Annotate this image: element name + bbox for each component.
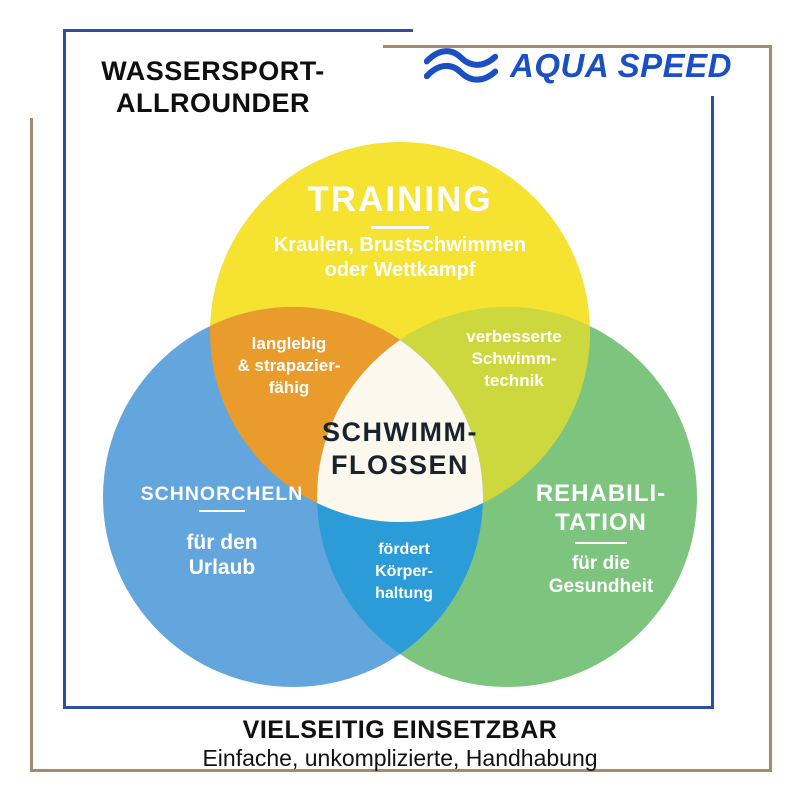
wave-stroke-top [424, 48, 498, 68]
overlap-tr-line2: Schwimm- [471, 349, 557, 368]
schnorcheln-title: SCHNORCHELN [140, 483, 304, 505]
outer-frame-right [769, 45, 772, 772]
overlap-ts-line2: & strapazier- [237, 356, 341, 375]
overlap-label-schnorcheln-rehabilitation: fördert Körper- haltung [375, 539, 433, 605]
training-subtitle: Kraulen, Brustschwimmen oder Wettkampf [274, 233, 526, 283]
schnorcheln-underline [199, 510, 245, 512]
overlap-sr-line2: Körper- [375, 563, 433, 580]
schnorcheln-subtitle-line1: für den [186, 531, 258, 554]
wave-icon [424, 48, 498, 83]
wave-stroke-bottom [424, 62, 498, 83]
overlap-label-training-rehabilitation: verbesserte Schwimm- technik [466, 326, 561, 392]
footer-subtitle: Einfache, unkomplizierte, Handhabung [202, 745, 598, 771]
rehabilitation-subtitle-line1: für die [571, 553, 631, 574]
training-title: TRAINING [307, 180, 493, 219]
inner-frame-left [63, 29, 66, 709]
brand-logo: AQUA SPEED [424, 44, 732, 88]
training-subtitle-line2: oder Wettkampf [324, 259, 476, 281]
outer-frame-left [30, 118, 33, 772]
brand-name: AQUA SPEED [510, 47, 732, 84]
overlap-ts-line1: langlebig [251, 334, 327, 353]
rehabilitation-subtitle-line2: Gesundheit [548, 576, 654, 597]
inner-frame-bottom [63, 706, 714, 709]
inner-frame-top [63, 29, 413, 32]
venn-center-shape [317, 340, 483, 523]
training-subtitle-line1: Kraulen, Brustschwimmen [273, 234, 527, 256]
center-label-line1: SCHWIMM- [322, 417, 478, 447]
overlap-tr-line3: technik [484, 371, 544, 390]
rehabilitation-underline [575, 542, 627, 544]
center-label: SCHWIMM- FLOSSEN [322, 416, 478, 482]
schnorcheln-subtitle: für den Urlaub [186, 530, 257, 580]
training-underline [371, 226, 429, 229]
outer-frame-bottom [30, 769, 772, 772]
overlap-sr-line3: haltung [375, 585, 433, 602]
rehabilitation-subtitle: für die Gesundheit [549, 552, 654, 598]
overlap-label-training-schnorcheln: langlebig & strapazier- fähig [238, 333, 341, 399]
headline-line2: ALLROUNDER [116, 88, 310, 118]
overlap-ts-line3: fähig [268, 378, 310, 397]
headline: WASSERSPORT- ALLROUNDER [101, 55, 325, 119]
center-label-line2: FLOSSEN [330, 450, 469, 480]
overlap-tr-line1: verbesserte [466, 327, 562, 346]
footer-title: VIELSEITIG EINSETZBAR [242, 716, 558, 744]
overlap-sr-line1: fördert [378, 541, 430, 558]
headline-line1: WASSERSPORT- [101, 56, 325, 86]
rehabilitation-title: REHABILI- TATION [536, 479, 666, 537]
rehabilitation-title-line2: TATION [555, 509, 647, 536]
inner-frame-right [711, 96, 714, 709]
rehabilitation-title-line1: REHABILI- [535, 480, 667, 507]
outer-frame-top [383, 45, 772, 48]
schnorcheln-subtitle-line2: Urlaub [188, 556, 256, 579]
